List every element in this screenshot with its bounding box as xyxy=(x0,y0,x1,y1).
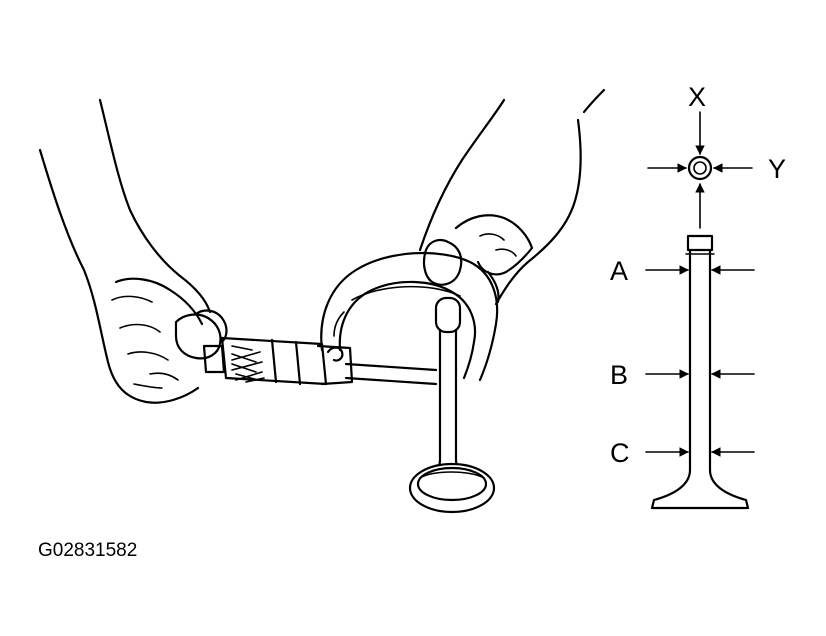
label-y: Y xyxy=(768,154,787,184)
label-b: B xyxy=(610,360,629,390)
valve-icon xyxy=(408,296,496,514)
right-hand-icon xyxy=(418,88,606,306)
micrometer-icon xyxy=(202,251,499,386)
valve-diagram-icon xyxy=(650,155,750,510)
label-c: C xyxy=(610,438,630,468)
label-x: X xyxy=(688,82,707,112)
left-hand-icon xyxy=(38,98,228,404)
label-a: A xyxy=(610,256,629,286)
figure-code: G02831582 xyxy=(38,540,138,561)
arrow-icon xyxy=(645,111,755,457)
